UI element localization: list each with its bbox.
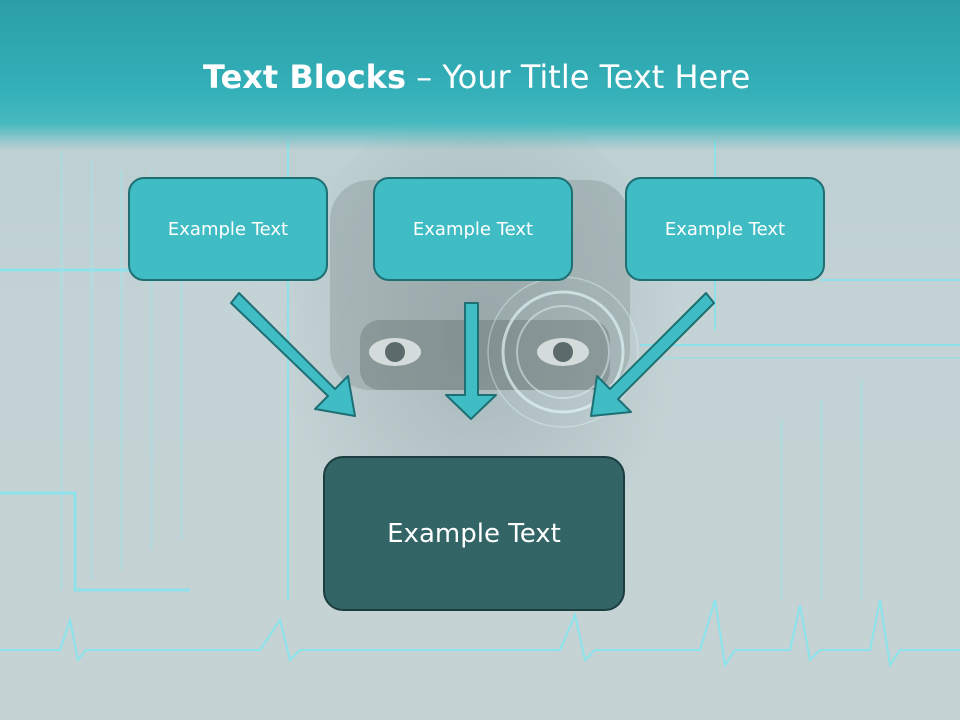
text-block-1[interactable]: Example Text: [128, 177, 328, 281]
target-text-block[interactable]: Example Text: [323, 456, 625, 611]
text-block-3-label: Example Text: [664, 218, 786, 240]
text-block-3[interactable]: Example Text: [625, 177, 825, 281]
text-block-2[interactable]: Example Text: [373, 177, 573, 281]
arrow-left-to-center: [230, 292, 356, 417]
text-block-1-label: Example Text: [167, 218, 289, 240]
text-block-2-label: Example Text: [412, 218, 534, 240]
title-dash: –: [406, 58, 443, 96]
target-text-block-label: Example Text: [387, 518, 561, 549]
title-bar: [0, 0, 960, 150]
arrow-middle-to-center: [445, 302, 497, 420]
title-bold-part: Text Blocks: [203, 58, 406, 96]
arrow-right-to-center: [590, 292, 715, 417]
title-rest-part: Your Title Text Here: [442, 58, 751, 96]
slide-title: Text Blocks – Your Title Text Here: [203, 52, 750, 102]
